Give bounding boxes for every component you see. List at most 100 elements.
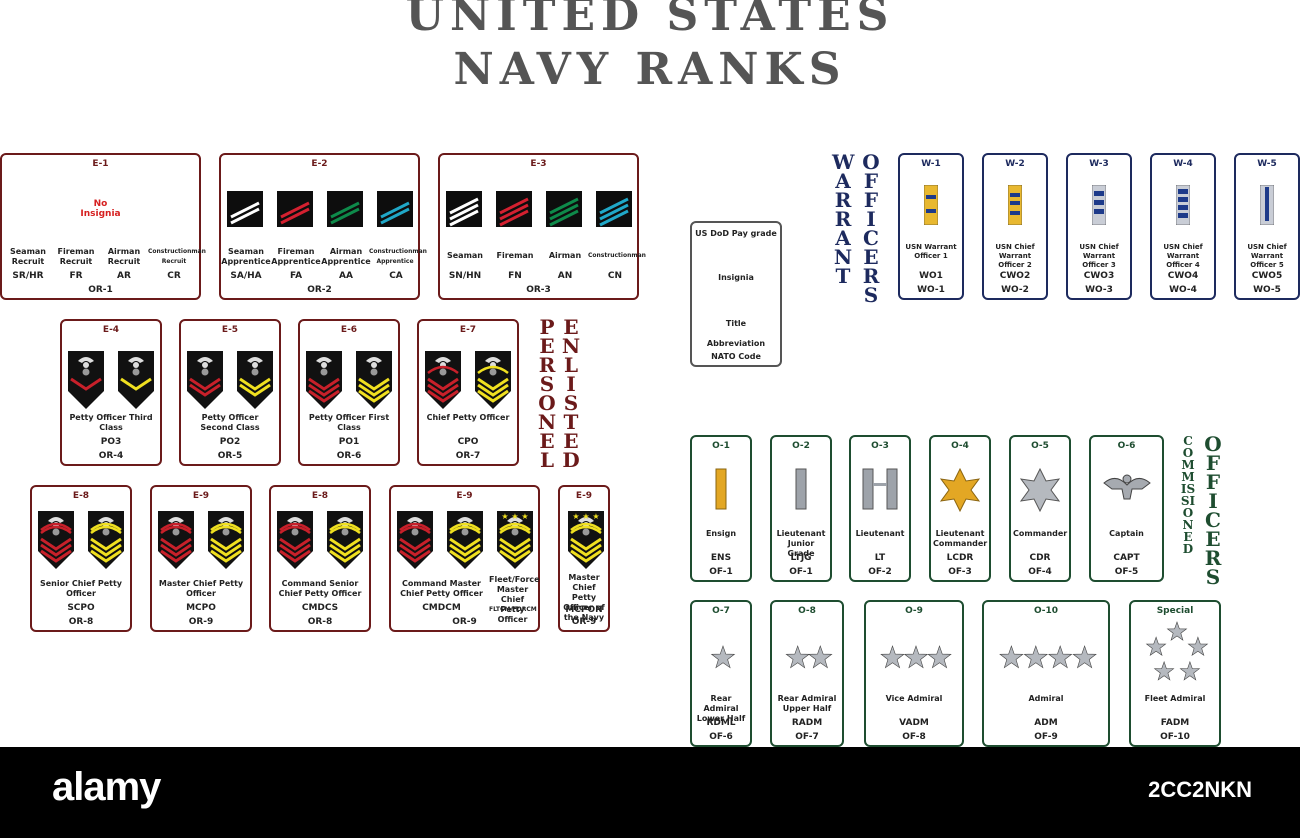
chevron-gold-icon [88, 511, 124, 569]
pay-grade: W-5 [1257, 159, 1277, 169]
rank-abbr: VADM [899, 718, 929, 728]
pay-grade: O-5 [1031, 441, 1049, 451]
chevron-red-icon [306, 351, 342, 409]
rank-abbr: AN [557, 271, 573, 281]
nato-code: OF-8 [902, 732, 926, 742]
rank-title: Seaman Recruit [9, 247, 46, 266]
section-label-enlisted: ENLISTED [561, 315, 581, 472]
rank-title: USN Chief Warrant Officer 4 [1163, 243, 1203, 269]
nato-code: WO-1 [917, 285, 945, 295]
svg-text:★: ★ [582, 512, 589, 521]
rank-title: Command Master Chief Petty Officer [400, 579, 483, 598]
image-id: 2CC2NKN [1148, 777, 1252, 802]
nato-code: OR-9 [452, 617, 477, 627]
two-stripe-green-icon [327, 191, 363, 227]
pay-grade: O-9 [905, 606, 923, 616]
chevron-gold-icon [447, 511, 483, 569]
rank-title: Ensign [705, 529, 737, 538]
rank-title: Fireman Recruit [57, 247, 95, 266]
chevron-gold-icon [475, 351, 511, 409]
silver-bar-icon [795, 468, 807, 510]
chevron-gold-stars-icon: ★★★ [497, 511, 533, 569]
svg-text:★: ★ [572, 512, 579, 521]
nato-code: OF-5 [1114, 567, 1139, 577]
nato-code: OF-4 [1028, 567, 1052, 577]
pay-grade: O-6 [1117, 441, 1136, 451]
pay-grade: E-9 [575, 491, 593, 501]
chevron-red-icon [187, 351, 223, 409]
nato-code: OF-9 [1034, 732, 1058, 742]
rank-abbr: MCPO [186, 603, 216, 613]
chevron-red-icon [397, 511, 433, 569]
rank-title: Lieutenant Commander [933, 529, 988, 548]
pay-grade: W-1 [921, 159, 941, 169]
pay-grade: E-2 [311, 159, 328, 169]
pay-grade: E-3 [530, 159, 547, 169]
rank-title: USN Chief Warrant Officer 2 [995, 243, 1035, 269]
rank-abbr: LT [874, 553, 886, 563]
nato-code: WO-3 [1085, 285, 1113, 295]
rank-title: Seaman Apprentice [221, 247, 271, 266]
rank-abbr: FA [289, 271, 303, 281]
pay-grade: O-1 [712, 441, 730, 451]
legend-nato: NATO Code [711, 352, 761, 361]
pay-grade: O-8 [798, 606, 816, 616]
pay-grade: W-2 [1005, 159, 1025, 169]
rank-title: Seaman [446, 251, 483, 260]
brand-logo: alamy [52, 765, 161, 809]
legend-title: Title [725, 319, 747, 328]
gold-bar-icon [715, 468, 727, 510]
pay-grade: E-7 [459, 325, 477, 335]
pay-grade: O-7 [712, 606, 730, 616]
rank-title: Constructionman Recruit [148, 248, 206, 265]
pay-grade: Special [1156, 606, 1194, 616]
rank-abbr: PO1 [338, 437, 360, 447]
nato-code: OF-6 [709, 732, 733, 742]
rank-abbr: SR/HR [12, 271, 44, 281]
chevron-gold-icon [118, 351, 154, 409]
pay-grade: W-4 [1173, 159, 1193, 169]
rank-title: USN Warrant Officer 1 [905, 243, 957, 260]
svg-text:★: ★ [501, 512, 508, 521]
nato-code: OF-7 [795, 732, 819, 742]
chevron-red-icon [68, 351, 104, 409]
rank-abbr: CAPT [1113, 553, 1140, 563]
rank-title: Master Chief Petty Officer of the Navy [563, 573, 605, 622]
rank-abbr: FR [69, 271, 83, 281]
rank-abbr: PO3 [100, 437, 122, 447]
two-stripe-cyan-icon [377, 191, 413, 227]
rank-title: Admiral [1028, 694, 1064, 703]
section-label-warrant-officers: OFFICERS [862, 150, 880, 307]
double-silver-bar-icon [862, 468, 898, 510]
4-star-icon [999, 645, 1097, 669]
rank-abbr: FN [508, 271, 522, 281]
gold-oak-leaf-icon [939, 467, 981, 513]
svg-text:★: ★ [511, 512, 518, 521]
warrant-bar-icon [1008, 185, 1022, 225]
nato-code: WO-4 [1169, 285, 1197, 295]
rank-card-row3-3: E-9★★★Command Master Chief Petty Officer… [389, 485, 540, 632]
rank-title: USN Chief Warrant Officer 5 [1247, 243, 1287, 269]
page-title-line2: NAVY RANKS [453, 44, 847, 95]
nato-code: OR-9 [188, 617, 214, 627]
rank-card-e2: E-2 Seaman Apprentice Fireman Apprentice… [219, 153, 427, 300]
pay-grade: E-1 [92, 159, 109, 169]
section-label-personel: PERSONEL [537, 315, 557, 472]
legend-grade: US DoD Pay grade [695, 229, 777, 238]
rank-title: Constructionman Apprentice [369, 248, 427, 265]
nato-code: OF-3 [948, 567, 972, 577]
rank-title: Rear Admiral Lower Half [696, 694, 746, 723]
rank-title: Fireman Apprentice [271, 247, 321, 266]
rank-title: Fleet Admiral [1144, 694, 1206, 703]
rank-abbr: AA [339, 271, 353, 281]
nato-code: OR-4 [98, 451, 124, 461]
nato-code: OR-1 [88, 285, 113, 295]
